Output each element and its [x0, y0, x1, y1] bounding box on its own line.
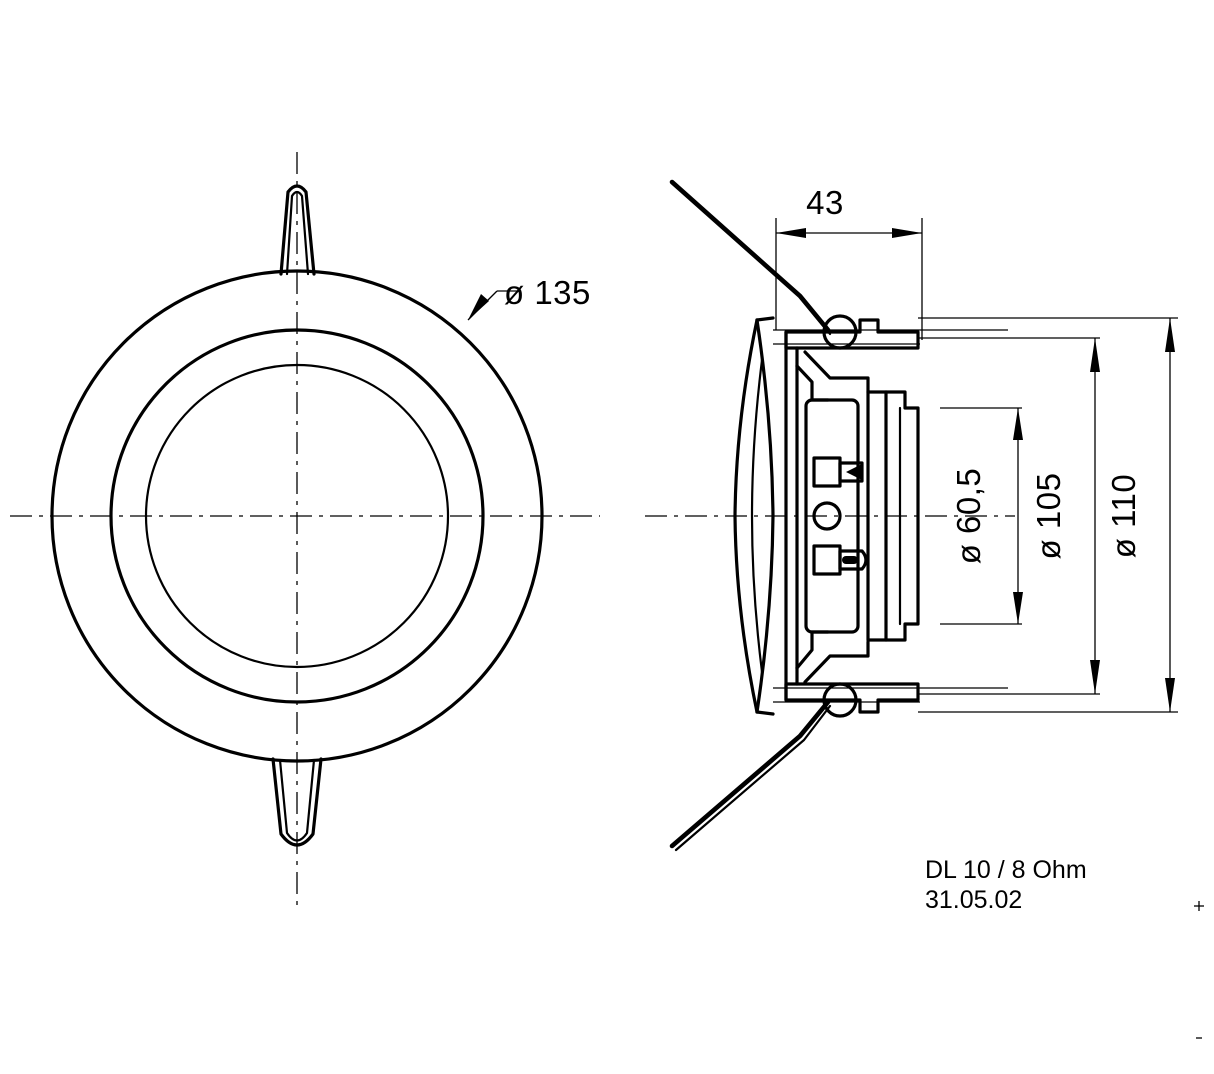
- terminal-positive: [812, 456, 842, 488]
- center-hole: [812, 501, 842, 531]
- side-section-view: 43 ø 60,5 ø 105: [645, 179, 1178, 852]
- front-view: ø 135: [10, 152, 600, 905]
- arrowhead-105-top: [1090, 338, 1100, 372]
- dimension-43-group: 43: [775, 184, 923, 340]
- dimension-label-110: ø 110: [1105, 474, 1142, 558]
- front-bottom-clip-tab: [271, 757, 323, 847]
- terminal-positive-tab: [838, 461, 864, 483]
- dimension-105-group: ø 105: [918, 337, 1100, 695]
- side-bottom-mounting-bracket: [669, 682, 920, 852]
- title-model-label: DL 10 / 8 Ohm: [925, 856, 1087, 884]
- terminal-plate: [804, 398, 860, 634]
- title-date-label: 31.05.02: [925, 886, 1022, 914]
- bottom-clip-pivot: [822, 682, 858, 718]
- magnet-assembly: [866, 390, 920, 642]
- dimension-label-135: ø 135: [504, 274, 591, 311]
- arrowhead-43-left: [776, 228, 806, 238]
- terminal-negative-slot: [842, 556, 858, 564]
- dimension-label-105: ø 105: [1030, 473, 1067, 560]
- bottom-spring-clip-wire: [669, 699, 831, 849]
- front-outer-circle: [50, 269, 544, 763]
- sheet-corner-mark: [1194, 901, 1204, 1039]
- leader-arrowhead: [468, 294, 489, 320]
- dimension-label-60-5: ø 60,5: [950, 468, 987, 565]
- terminal-negative: [812, 544, 842, 576]
- arrowhead-110-top: [1165, 318, 1175, 352]
- dimension-60-5-group: ø 60,5: [940, 407, 1023, 625]
- arrowhead-105-bottom: [1090, 660, 1100, 694]
- terminal-negative-tab: [838, 549, 868, 571]
- front-top-clip-tab: [279, 184, 316, 276]
- terminal-positive-arrow: [846, 464, 862, 480]
- arrowhead-110-bottom: [1165, 678, 1175, 712]
- side-basket-body: [784, 330, 920, 702]
- title-block: DL 10 / 8 Ohm 31.05.02: [925, 856, 1087, 914]
- front-diameter-leader: [467, 290, 520, 321]
- dimension-110-group: ø 110: [918, 317, 1178, 713]
- top-clip-pivot: [822, 314, 858, 350]
- side-flange-dish: [733, 316, 775, 716]
- side-top-mounting-bracket: [669, 179, 920, 350]
- dimension-label-43: 43: [806, 184, 844, 221]
- front-mid-circle: [109, 328, 485, 704]
- arrowhead-605-bottom: [1013, 592, 1023, 624]
- front-inner-circle: [144, 363, 450, 669]
- arrowhead-43-right: [892, 228, 922, 238]
- arrowhead-605-top: [1013, 408, 1023, 440]
